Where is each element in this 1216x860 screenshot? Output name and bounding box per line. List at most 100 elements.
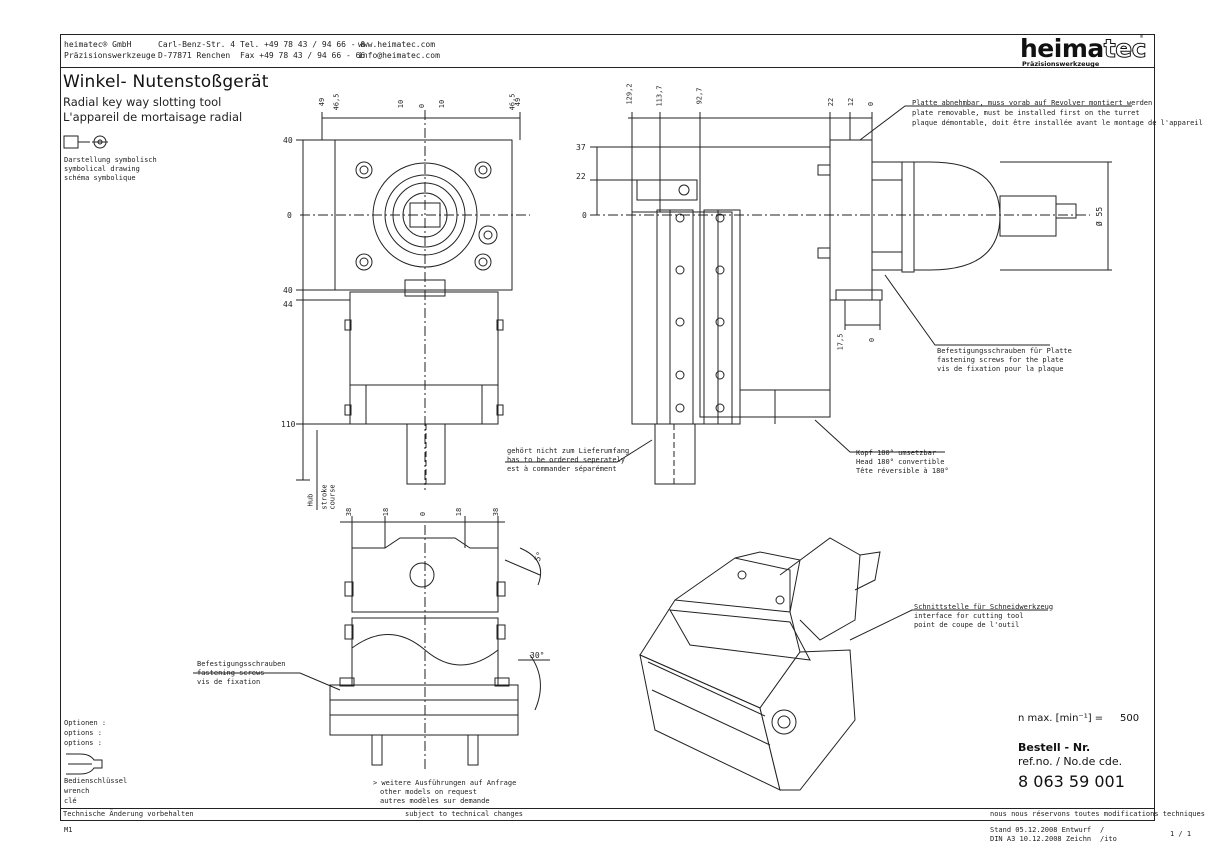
dim-side-175: 17,5 — [836, 333, 845, 351]
plate-screws-fr: vis de fixation pour la plaque — [937, 365, 1064, 373]
logo-word-outline: tec — [1103, 34, 1147, 64]
order-label: Bestell - Nr. — [1018, 741, 1091, 754]
options-en: options : — [64, 729, 102, 737]
subtitle-fr: L'appareil de mortaisage radial — [63, 110, 243, 124]
head-note-de: Kopf 180° umsetzbar — [856, 449, 937, 457]
screws-note-de: Befestigungsschrauben — [197, 660, 286, 668]
tool-symbol-icon — [63, 135, 108, 149]
dim-side-37: 37 — [576, 143, 586, 152]
stamp-line-2: DIN A3 10.12.2008 Zeichn — [990, 835, 1092, 843]
options-de: Optionen : — [64, 719, 107, 727]
more-models-de: > weitere Ausführungen auf Anfrage — [373, 779, 517, 787]
dim-side-0-left: 0 — [582, 211, 587, 220]
stroke-fr: course — [328, 484, 337, 510]
scale: M1 — [64, 826, 73, 834]
header-divider — [60, 67, 1154, 68]
company-name: heimatec® GmbH — [64, 40, 132, 49]
wrench-de: Bedienschlüssel — [64, 777, 128, 785]
dim-side-1292: 129,2 — [625, 83, 634, 105]
front-view — [296, 110, 653, 510]
dim-side-0-bottom: 0 — [868, 337, 877, 343]
dim-side-0-top: 0 — [867, 101, 876, 107]
screws-note-en: fastening screws — [197, 669, 265, 677]
head-note-en: Head 180° convertible — [856, 458, 945, 466]
order-sublabel: ref.no. / No.de cde. — [1018, 755, 1123, 768]
stamp-sig-1: / — [1100, 826, 1105, 834]
stamp-line-1: Stand 05.12.2008 Entwurf — [990, 826, 1092, 834]
symbolic-en: symbolical drawing — [64, 165, 140, 173]
footer-de: Technische Änderung vorbehalten — [63, 810, 194, 818]
dim-front-0-left: 0 — [287, 211, 292, 220]
logo-word-bold: heima — [1020, 34, 1104, 63]
interface-note-fr: point de coupe de l'outil — [914, 621, 1020, 629]
fax: Fax +49 78 43 / 94 66 - 66 — [240, 51, 366, 60]
footer-divider — [60, 808, 1154, 809]
subtitle-en: Radial key way slotting tool — [63, 95, 222, 109]
dim-front-49-right: 49 — [514, 97, 523, 107]
heimatec-logo: heimatec ® Präzisionswerkzeuge — [1020, 34, 1150, 69]
plate-screws-de: Befestigungsschrauben für Platte — [937, 347, 1072, 355]
dim-front-44: 44 — [283, 300, 293, 309]
side-view — [590, 105, 1132, 485]
dim-front-465-left: 46,5 — [332, 93, 341, 111]
angle-30: 30° — [530, 651, 545, 660]
sheet-frame — [60, 34, 1155, 821]
address-street: Carl-Benz-Str. 4 — [158, 40, 236, 49]
dim-front-40-bottom: 40 — [283, 286, 293, 295]
interface-note-de: Schnittstelle für Schneidwerkzeug — [914, 603, 1054, 611]
wrench-en: wrench — [64, 787, 90, 795]
bottom-view — [193, 516, 550, 770]
dim-front-40-top: 40 — [283, 136, 293, 145]
dim-bottom-38-left: 38 — [345, 507, 354, 517]
stroke-en: stroke — [320, 484, 329, 510]
more-models-en: other models on request — [380, 788, 477, 796]
note-not-included-fr: est à commander séparément — [507, 465, 617, 473]
n-max-label: n max. [min⁻¹] = — [1018, 713, 1104, 724]
wrench-icon — [66, 753, 103, 775]
head-note-fr: Tête réversible à 180° — [856, 467, 949, 475]
dim-side-1137: 113,7 — [655, 85, 664, 107]
dim-diameter-55: Ø 55 — [1095, 206, 1105, 227]
more-models-fr: autres modèles sur demande — [380, 797, 490, 805]
company-sub: Präzisionswerkzeuge — [64, 51, 156, 60]
dim-side-12: 12 — [847, 97, 856, 107]
iso-view — [639, 537, 1048, 791]
dim-front-49-left: 49 — [318, 97, 327, 107]
note-not-included-en: has to be ordered seperately — [507, 456, 626, 464]
dim-front-110: 110 — [281, 420, 296, 429]
dim-front-10-left: 10 — [397, 99, 406, 109]
dim-front-10-right: 10 — [438, 99, 447, 109]
symbolic-fr: schéma symbolique — [64, 174, 136, 182]
dim-side-22-left: 22 — [576, 172, 586, 181]
dim-front-0: 0 — [418, 103, 427, 109]
plate-note-de: Platte abnehmbar, muss vorab auf Revolve… — [912, 99, 1153, 107]
logo-tagline: Präzisionswerkzeuge — [1022, 60, 1100, 68]
website-link[interactable]: www.heimatec.com — [358, 40, 436, 49]
symbolic-de: Darstellung symbolisch — [64, 156, 157, 164]
email-link[interactable]: info@heimatec.com — [358, 51, 440, 60]
stamp-sig-2: /ito — [1100, 835, 1117, 843]
options-fr: options : — [64, 739, 102, 747]
dim-side-22: 22 — [827, 97, 836, 107]
screws-note-fr: vis de fixation — [197, 678, 261, 686]
dim-side-927: 92,7 — [695, 87, 704, 105]
plate-note-fr: plaque démontable, doit être installée a… — [912, 119, 1203, 127]
footer-en: subject to technical changes — [405, 810, 524, 818]
logo-registered: ® — [1140, 34, 1144, 40]
order-number: 8 063 59 001 — [1018, 772, 1125, 791]
note-not-included-de: gehört nicht zum Lieferumfang — [507, 447, 630, 455]
dim-bottom-0: 0 — [419, 511, 428, 517]
plate-note-en: plate removable, must be installed first… — [912, 109, 1140, 117]
address-city: D-77871 Renchen — [158, 51, 231, 60]
wrench-fr: clé — [64, 797, 77, 805]
dim-bottom-18-left: 18 — [382, 507, 391, 517]
footer-fr: nous nous réservons toutes modifications… — [990, 810, 1205, 818]
n-max-value: 500 — [1120, 713, 1140, 724]
dim-bottom-38-right: 38 — [492, 507, 501, 517]
interface-note-en: interface for cutting tool — [914, 612, 1024, 620]
dim-bottom-18-right: 18 — [455, 507, 464, 517]
plate-screws-en: fastening screws for the plate — [937, 356, 1064, 364]
page-number: 1 / 1 — [1170, 830, 1192, 838]
